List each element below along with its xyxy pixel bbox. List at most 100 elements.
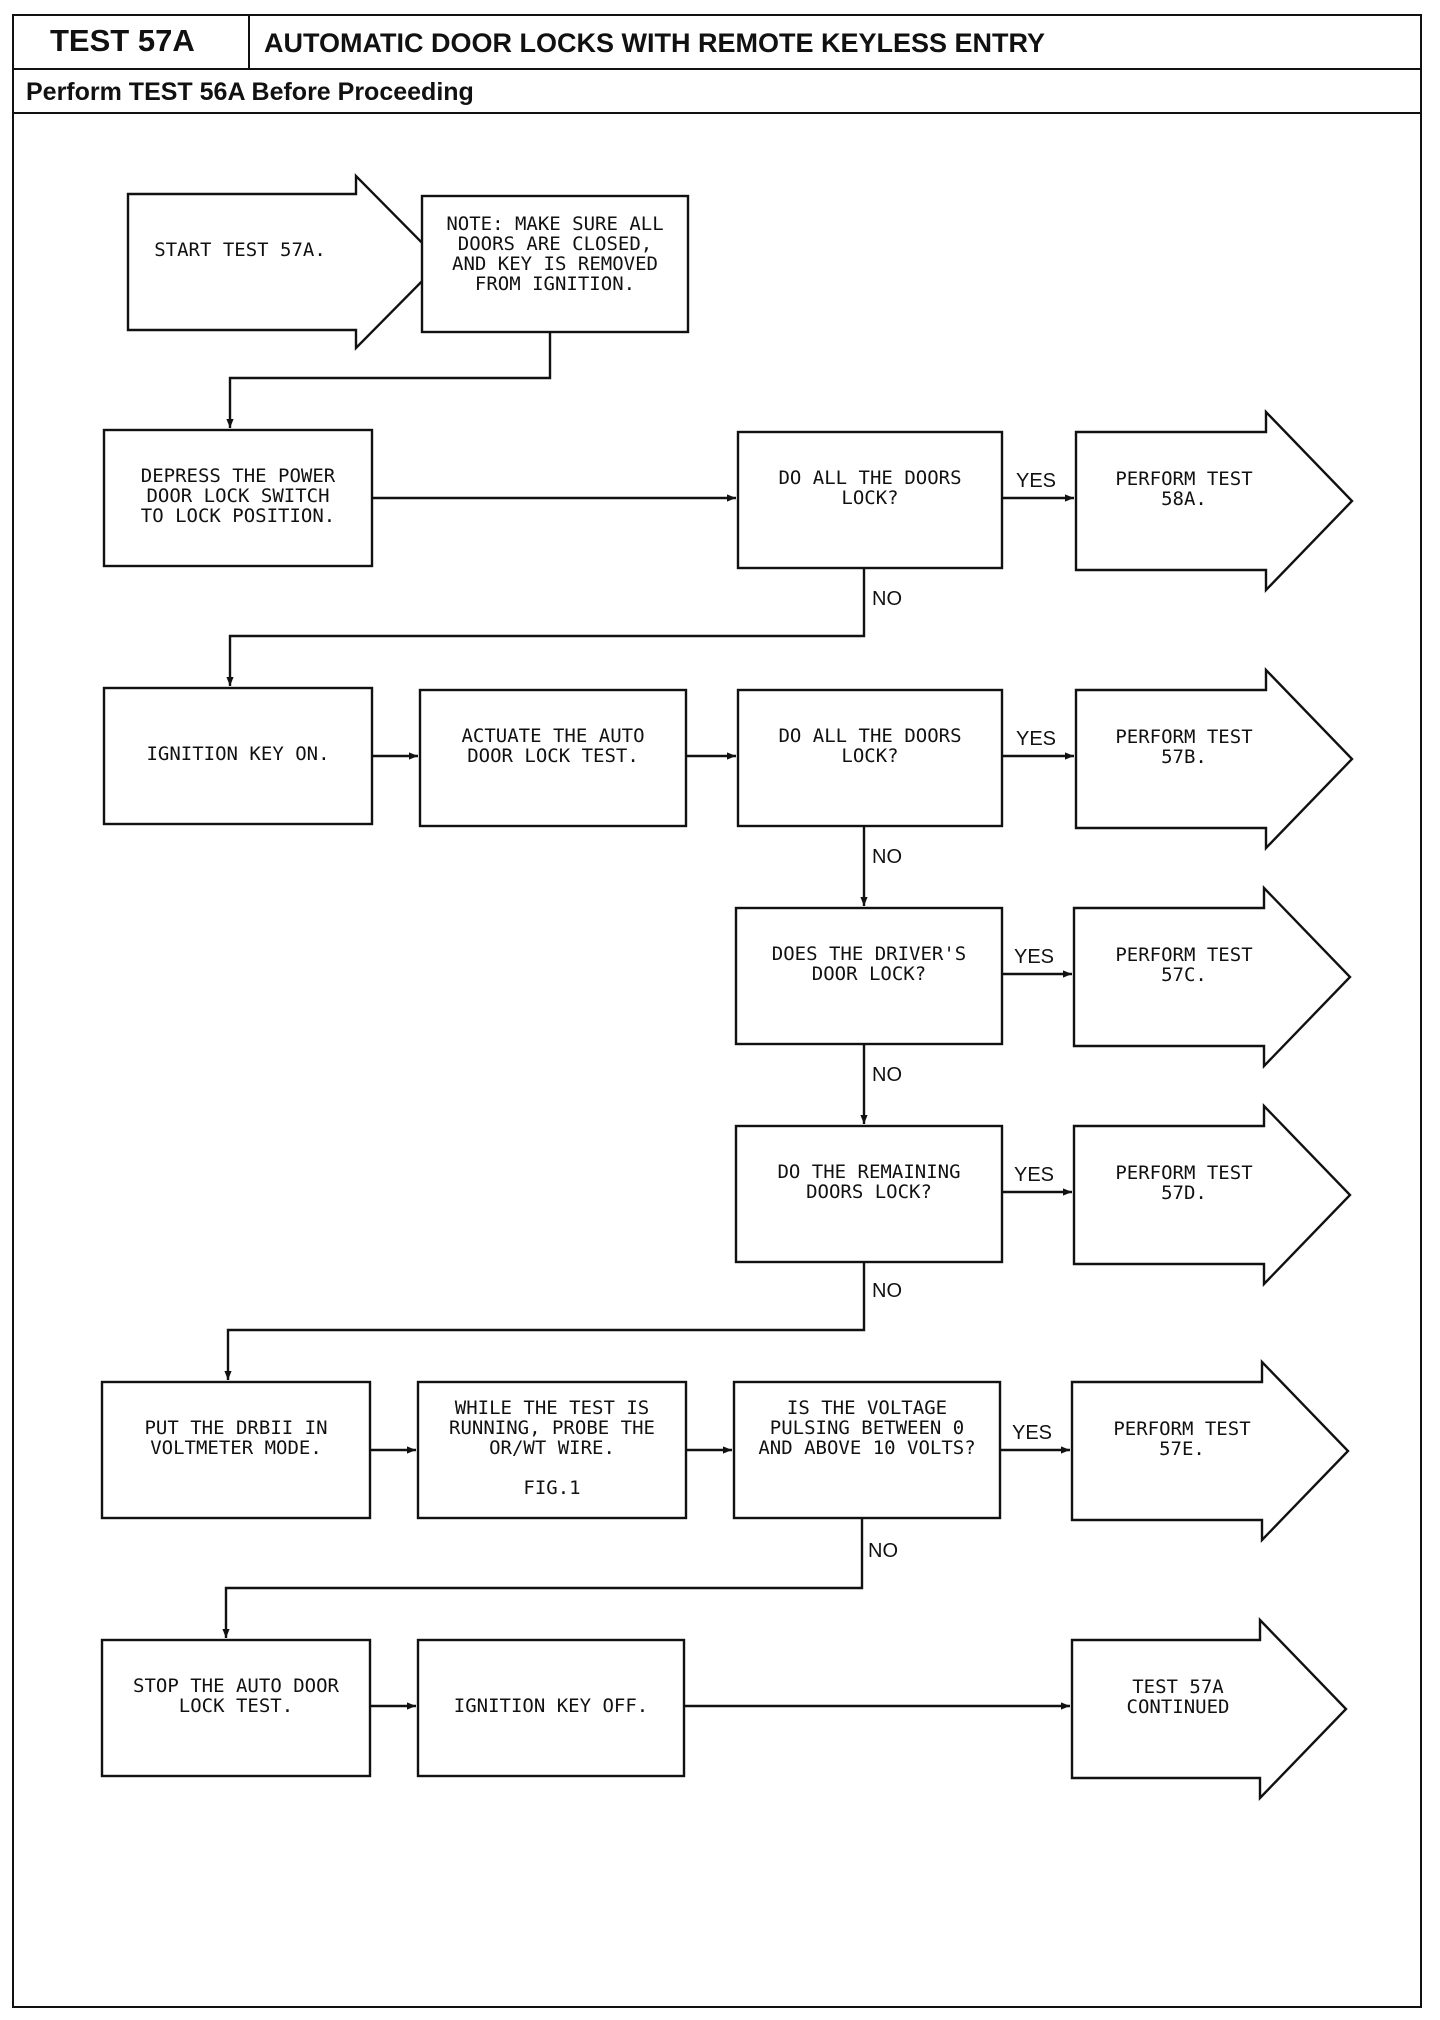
q-voltage-border xyxy=(732,1380,1002,1520)
q5-yes-label: YES xyxy=(1012,1422,1052,1444)
probe-box-line-2: RUNNING, PROBE THE xyxy=(449,1417,655,1439)
perform-57e-arrow-shape xyxy=(1070,1359,1350,1543)
note-box-border xyxy=(420,194,690,334)
note-box-line-1: NOTE: MAKE SURE ALL xyxy=(446,213,663,235)
q-remaining-line-1: DO THE REMAINING xyxy=(777,1161,960,1183)
depress-box-line-2: DOOR LOCK SWITCH xyxy=(146,485,329,507)
actuate-box-border xyxy=(418,688,688,828)
q4-no xyxy=(224,1262,866,1380)
perform-58a-arrow-line-1: PERFORM TEST xyxy=(1115,468,1252,490)
q-driver-line-2: DOOR LOCK? xyxy=(812,963,926,985)
continued-arrow-shape xyxy=(1070,1617,1348,1801)
perform-57c-arrow-shape xyxy=(1072,885,1352,1069)
q5-no-label: NO xyxy=(868,1540,898,1562)
q-remaining-line-2: DOORS LOCK? xyxy=(806,1181,932,1203)
continued-arrow-line-1: TEST 57A xyxy=(1132,1676,1224,1698)
actuate-box-line-1: ACTUATE THE AUTO xyxy=(461,725,644,747)
test-number: TEST 57A xyxy=(12,14,250,68)
nodes: START TEST 57A.NOTE: MAKE SURE ALLDOORS … xyxy=(100,173,1354,1801)
q3-no-label: NO xyxy=(872,1064,902,1086)
q3-yes-label: YES xyxy=(1014,946,1054,968)
start-test-arrow: START TEST 57A. xyxy=(126,173,443,351)
perform-57e-arrow-line-2: 57E. xyxy=(1159,1438,1205,1460)
stop-box-line-1: STOP THE AUTO DOOR xyxy=(133,1675,339,1697)
perform-58a-arrow-line-2: 58A. xyxy=(1161,488,1207,510)
q-all-lock-1-line-2: LOCK? xyxy=(841,487,898,509)
perform-57c-arrow-line-1: PERFORM TEST xyxy=(1115,944,1252,966)
depress-box-border xyxy=(102,428,374,568)
q-all-lock-1-border xyxy=(736,430,1004,570)
probe-box-line-3: OR/WT WIRE. xyxy=(489,1437,615,1459)
q-remaining-border xyxy=(734,1124,1004,1264)
q1-no xyxy=(226,568,866,686)
perform-57b-arrow-shape xyxy=(1074,667,1354,851)
ignition-off-box: IGNITION KEY OFF. xyxy=(416,1638,686,1778)
depress-box-line-3: TO LOCK POSITION. xyxy=(141,505,335,527)
q-driver-border xyxy=(734,906,1004,1046)
actuate-box-line-2: DOOR LOCK TEST. xyxy=(467,745,639,767)
stop-box-border xyxy=(100,1638,372,1778)
stop-box-line-2: LOCK TEST. xyxy=(179,1695,293,1717)
q-voltage-line-2: PULSING BETWEEN 0 xyxy=(770,1417,964,1439)
probe-box-line-1: WHILE THE TEST IS xyxy=(455,1397,649,1419)
perform-57c-arrow-line-2: 57C. xyxy=(1161,964,1207,986)
perform-57b-arrow-line-2: 57B. xyxy=(1161,746,1207,768)
ignition-off-box-border xyxy=(416,1638,686,1778)
q-voltage-line-1: IS THE VOLTAGE xyxy=(787,1397,947,1419)
depress-box-line-1: DEPRESS THE POWER xyxy=(141,465,336,487)
note-box-line-4: FROM IGNITION. xyxy=(475,273,635,295)
prerequisite-note: Perform TEST 56A Before Proceeding xyxy=(12,70,1422,114)
q2-no-label: NO xyxy=(872,846,902,868)
start-test-arrow-line-1: START TEST 57A. xyxy=(154,239,326,261)
perform-57d-arrow-shape xyxy=(1072,1103,1352,1287)
ignition-on-box-border xyxy=(102,686,374,826)
ignition-off-box-line-1: IGNITION KEY OFF. xyxy=(454,1695,648,1717)
note-box-line-3: AND KEY IS REMOVED xyxy=(452,253,658,275)
perform-57d-arrow-line-1: PERFORM TEST xyxy=(1115,1162,1252,1184)
drbii-box-line-2: VOLTMETER MODE. xyxy=(150,1437,322,1459)
q4-yes-label: YES xyxy=(1014,1164,1054,1186)
page-title: AUTOMATIC DOOR LOCKS WITH REMOTE KEYLESS… xyxy=(264,28,1046,58)
continued-arrow-line-2: CONTINUED xyxy=(1127,1696,1230,1718)
perform-58a-arrow-shape xyxy=(1074,409,1354,593)
perform-57d-arrow-line-2: 57D. xyxy=(1161,1182,1207,1204)
probe-box-border xyxy=(416,1380,688,1520)
q-all-lock-2-line-1: DO ALL THE DOORS xyxy=(778,725,961,747)
q-driver-line-1: DOES THE DRIVER'S xyxy=(772,943,966,965)
header-row: TEST 57A AUTOMATIC DOOR LOCKS WITH REMOT… xyxy=(12,14,1422,70)
ignition-on-box-line-1: IGNITION KEY ON. xyxy=(146,743,329,765)
note-to-depress xyxy=(226,332,552,428)
q-all-lock-2-line-2: LOCK? xyxy=(841,745,898,767)
perform-57e-arrow-line-1: PERFORM TEST xyxy=(1113,1418,1250,1440)
ignition-on-box: IGNITION KEY ON. xyxy=(102,686,374,826)
drbii-box-line-1: PUT THE DRBII IN xyxy=(144,1417,327,1439)
perform-57b-arrow-line-1: PERFORM TEST xyxy=(1115,726,1252,748)
q5-no xyxy=(222,1518,864,1638)
probe-fig-label: FIG.1 xyxy=(523,1477,580,1499)
q1-yes-label: YES xyxy=(1016,470,1056,492)
q-all-lock-1-line-1: DO ALL THE DOORS xyxy=(778,467,961,489)
note-box-line-2: DOORS ARE CLOSED, xyxy=(458,233,652,255)
drbii-box-border xyxy=(100,1380,372,1520)
q-voltage-line-3: AND ABOVE 10 VOLTS? xyxy=(758,1437,975,1459)
connectors xyxy=(222,258,1074,1710)
